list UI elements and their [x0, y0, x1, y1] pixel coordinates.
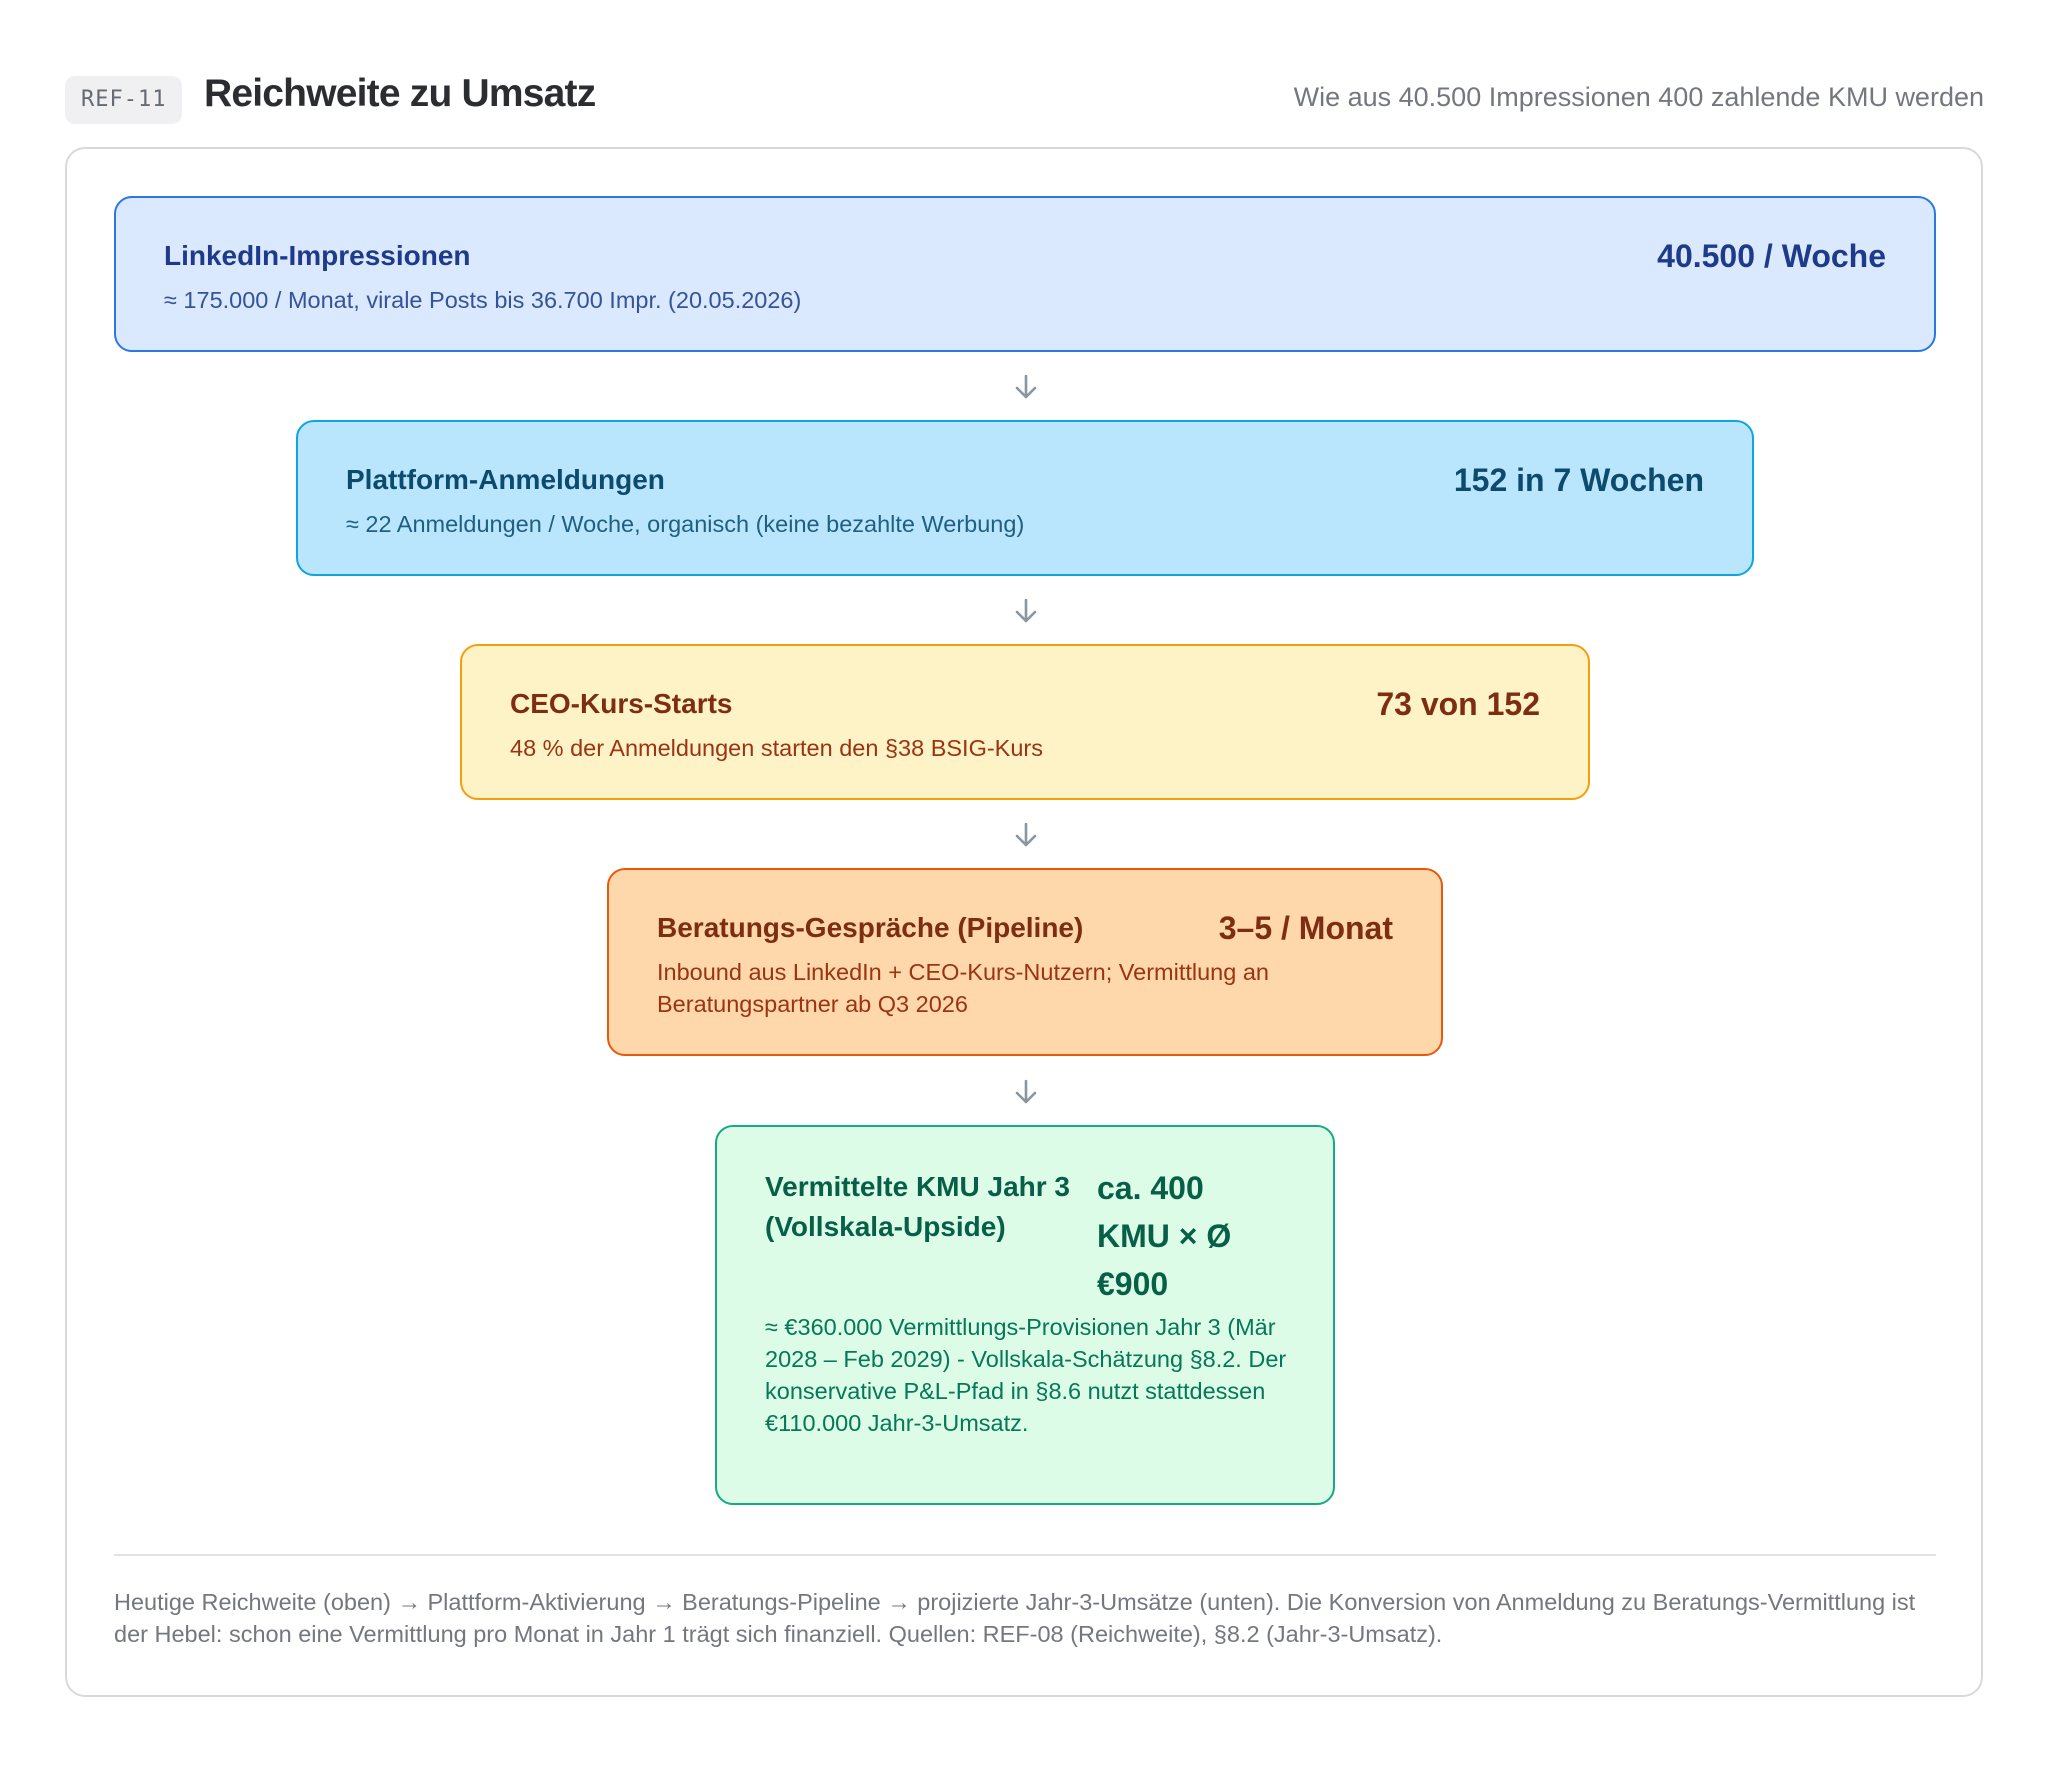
stage-description: 48 % der Anmeldungen starten den §38 BSI… — [510, 735, 1043, 761]
footer-note: Heutige Reichweite (oben) → Plattform-Ak… — [114, 1589, 1916, 1647]
stage-value: 40.500 / Woche — [1657, 238, 1886, 274]
footer-divider — [114, 1554, 1936, 1556]
stage-label: Beratungs-Gespräche (Pipeline) — [657, 912, 1084, 943]
stage-label: LinkedIn-Impressionen — [164, 240, 471, 271]
stage-description: ≈ 175.000 / Monat, virale Posts bis 36.7… — [164, 287, 802, 313]
stage-description: ≈ €360.000 Vermittlungs-Provisionen Jahr… — [765, 1314, 1287, 1436]
ref-badge: REF-11 — [65, 76, 183, 124]
stage-value: 73 von 152 — [1376, 686, 1540, 722]
arrow-down-icon — [1015, 598, 1037, 623]
stage-value: 3–5 / Monat — [1218, 910, 1393, 946]
stage-value: 152 in 7 Wochen — [1453, 462, 1704, 498]
arrow-down-icon — [1015, 1079, 1037, 1104]
stage-value: ca. 400 KMU × Ø €900 — [1097, 1170, 1232, 1302]
stage-description: ≈ 22 Anmeldungen / Woche, organisch (kei… — [346, 511, 1025, 537]
stage-placed-smes-year-3: Vermittelte KMU Jahr 3 (Vollskala-Upside… — [715, 1125, 1335, 1505]
stage-label: Plattform-Anmeldungen — [346, 464, 665, 495]
arrow-down-icon — [1015, 374, 1037, 399]
stage-label: CEO-Kurs-Starts — [510, 688, 733, 719]
arrow-down-icon — [1015, 822, 1037, 847]
stage-platform-signups: Plattform-Anmeldungen 152 in 7 Wochen ≈ … — [296, 420, 1754, 576]
stage-description: Inbound aus LinkedIn + CEO-Kurs-Nutzern;… — [657, 959, 1269, 1017]
stage-linkedin-impressions: LinkedIn-Impressionen 40.500 / Woche ≈ 1… — [114, 196, 1936, 352]
page-title: Reichweite zu Umsatz — [204, 72, 596, 115]
stage-ceo-course-starts: CEO-Kurs-Starts 73 von 152 48 % der Anme… — [460, 644, 1590, 800]
stage-consulting-pipeline: Beratungs-Gespräche (Pipeline) 3–5 / Mon… — [607, 868, 1443, 1056]
stage-label: Vermittelte KMU Jahr 3 (Vollskala-Upside… — [765, 1171, 1070, 1242]
page-subtitle: Wie aus 40.500 Impressionen 400 zahlende… — [1293, 82, 1984, 112]
